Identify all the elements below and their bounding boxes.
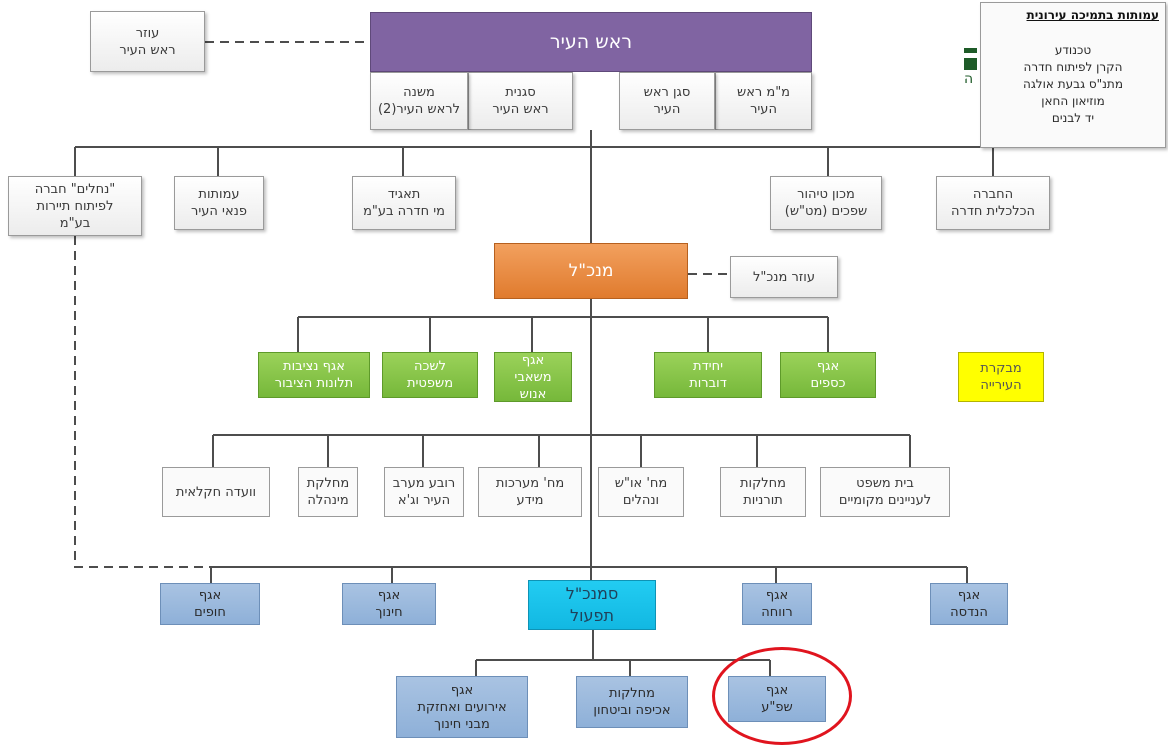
local-court-box[interactable]: בית משפט לעניינים מקומיים bbox=[820, 467, 950, 517]
mayor-vice-label: סגנית ראש העיר bbox=[492, 85, 549, 117]
nechalim-label: "נחלים" חברה לפיתוח תיירות בע"מ bbox=[34, 181, 116, 231]
rabbinical-depts-label: מחלקות תורניות bbox=[739, 476, 787, 508]
roads-parks-label: מח' או"ש ונהלים bbox=[614, 476, 668, 508]
panel-item: מתנ"ס גבעת אולגה bbox=[1023, 77, 1123, 91]
deputy-mayor-acting-label: מ"מ ראש העיר bbox=[737, 85, 791, 117]
deputy-mayor-acting-box[interactable]: מ"מ ראש העיר bbox=[715, 72, 812, 130]
mayor-deputy2-label: משנה לראש העיר(2) bbox=[377, 85, 461, 117]
it-systems-label: מח' מערכות מידע bbox=[495, 476, 565, 508]
deputy-mayor-label: סגן ראש העיר bbox=[643, 85, 691, 117]
mayor-assistant-box[interactable]: עוזר ראש העיר bbox=[90, 11, 205, 72]
rabbinical-depts-box[interactable]: מחלקות תורניות bbox=[720, 467, 806, 517]
legal-bureau-box[interactable]: לשכה משפטית bbox=[382, 352, 478, 398]
welfare-division-label: אגף רווחה bbox=[761, 588, 793, 620]
ceo-assistant-box[interactable]: עוזר מנכ"ל bbox=[730, 256, 838, 298]
highlight-circle bbox=[712, 647, 852, 745]
spokesperson-unit-label: יחידת דוברות bbox=[689, 359, 727, 391]
ombudsman-division-label: אגף נציבות תלונות הציבור bbox=[274, 359, 354, 391]
sewage-plant-label: מכון טיהור שפכים (מט"ש) bbox=[784, 187, 868, 219]
water-corp-label: תאגיד מי חדרה בע"מ bbox=[363, 187, 445, 219]
legal-bureau-label: לשכה משפטית bbox=[406, 359, 454, 391]
mayor-label: ראש העיר bbox=[549, 30, 633, 53]
enforcement-security-box[interactable]: מחלקות אכיפה וביטחון bbox=[576, 676, 688, 728]
panel-item: טכנודע bbox=[1054, 43, 1092, 57]
events-maintenance-box[interactable]: אגף אירועים ואחזקת מבני חינוך bbox=[396, 676, 528, 738]
agri-committee-label: וועדה חקלאית bbox=[175, 484, 257, 500]
hr-division-box[interactable]: אגף משאבי אנוש bbox=[494, 352, 572, 402]
panel-title: עמותות בתמיכה עירונית bbox=[1026, 8, 1159, 22]
engineering-division-box[interactable]: אגף הנדסה bbox=[930, 583, 1008, 625]
associations-label: עמותות פנאי העיר bbox=[191, 187, 247, 219]
admin-dept-label: מחלקת מינהלה bbox=[306, 476, 350, 508]
associations-box[interactable]: עמותות פנאי העיר bbox=[174, 176, 264, 230]
sewage-plant-box[interactable]: מכון טיהור שפכים (מט"ש) bbox=[770, 176, 882, 230]
mayor-box[interactable]: ראש העיר bbox=[370, 12, 812, 72]
local-court-label: בית משפט לעניינים מקומיים bbox=[838, 476, 932, 508]
panel-item: הקרן לפיתוח חדרה bbox=[1023, 60, 1123, 74]
comptroller-box[interactable]: מבקרת העירייה bbox=[958, 352, 1044, 402]
economic-company-box[interactable]: החברה הכלכלית חדרה bbox=[936, 176, 1050, 230]
beaches-division-box[interactable]: אגף חופים bbox=[160, 583, 260, 625]
mayor-assistant-label: עוזר ראש העיר bbox=[119, 25, 176, 58]
economic-company-label: החברה הכלכלית חדרה bbox=[950, 187, 1036, 219]
panel-item: מוזיאון החאן bbox=[1041, 94, 1105, 108]
ceo-label: מנכ"ל bbox=[568, 260, 614, 281]
finance-division-box[interactable]: אגף כספים bbox=[780, 352, 876, 398]
comptroller-label: מבקרת העירייה bbox=[980, 361, 1022, 393]
spokesperson-unit-box[interactable]: יחידת דוברות bbox=[654, 352, 762, 398]
education-division-label: אגף חינוך bbox=[375, 588, 403, 620]
admin-dept-box[interactable]: מחלקת מינהלה bbox=[298, 467, 358, 517]
events-maintenance-label: אגף אירועים ואחזקת מבני חינוך bbox=[417, 682, 507, 732]
west-quarter-label: רובע מערב העיר וג'א bbox=[392, 476, 456, 508]
ceo-box[interactable]: מנכ"ל bbox=[494, 243, 688, 299]
engineering-division-label: אגף הנדסה bbox=[950, 588, 988, 620]
operations-deputy-label: סמנכ"ל תפעול bbox=[565, 584, 619, 625]
it-systems-box[interactable]: מח' מערכות מידע bbox=[478, 467, 582, 517]
nechalim-box[interactable]: "נחלים" חברה לפיתוח תיירות בע"מ bbox=[8, 176, 142, 236]
mayor-deputy2-box[interactable]: משנה לראש העיר(2) bbox=[370, 72, 468, 130]
logo-fragment: ה bbox=[964, 48, 978, 87]
operations-deputy-box[interactable]: סמנכ"ל תפעול bbox=[528, 580, 656, 630]
supported-associations-panel: עמותות בתמיכה עירונית טכנודע הקרן לפיתוח… bbox=[980, 2, 1166, 148]
panel-item: יד לבנים bbox=[1051, 111, 1095, 125]
deputy-mayor-box[interactable]: סגן ראש העיר bbox=[619, 72, 715, 130]
west-quarter-box[interactable]: רובע מערב העיר וג'א bbox=[384, 467, 464, 517]
finance-division-label: אגף כספים bbox=[810, 359, 846, 391]
beaches-division-label: אגף חופים bbox=[194, 588, 226, 620]
ombudsman-division-box[interactable]: אגף נציבות תלונות הציבור bbox=[258, 352, 370, 398]
roads-parks-box[interactable]: מח' או"ש ונהלים bbox=[598, 467, 684, 517]
ceo-assistant-label: עוזר מנכ"ל bbox=[753, 269, 815, 285]
logo-letter: ה bbox=[964, 71, 974, 87]
mayor-vice-box[interactable]: סגנית ראש העיר bbox=[468, 72, 573, 130]
enforcement-security-label: מחלקות אכיפה וביטחון bbox=[593, 686, 671, 718]
agri-committee-box[interactable]: וועדה חקלאית bbox=[162, 467, 270, 517]
education-division-box[interactable]: אגף חינוך bbox=[342, 583, 436, 625]
hr-division-label: אגף משאבי אנוש bbox=[514, 352, 552, 402]
welfare-division-box[interactable]: אגף רווחה bbox=[742, 583, 812, 625]
water-corp-box[interactable]: תאגיד מי חדרה בע"מ bbox=[352, 176, 456, 230]
